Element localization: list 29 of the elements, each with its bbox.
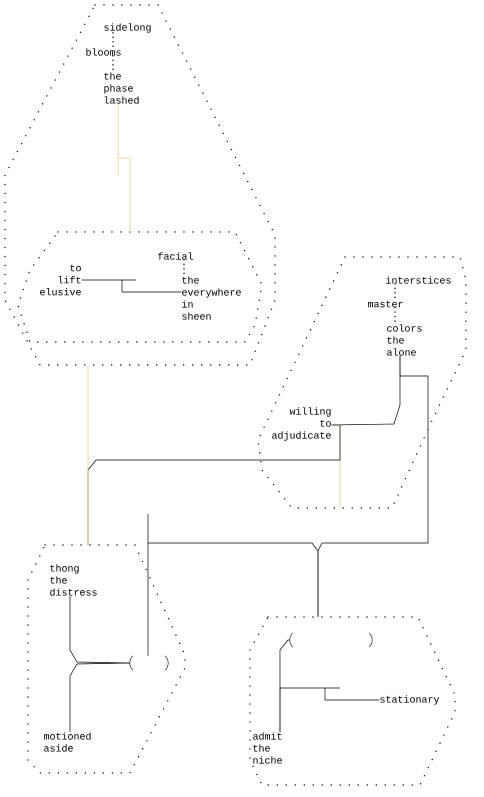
node-text: to lift elusive: [40, 264, 81, 296]
node-text: master: [368, 300, 403, 308]
dotted-connector: [183, 259, 185, 277]
connector: [148, 514, 318, 656]
node-text: admit the niche: [253, 732, 282, 764]
dotted-outline: [27, 544, 186, 774]
dotted-outline: [249, 616, 456, 786]
node-text: thong the distress: [50, 564, 97, 596]
dotted-outline: [17, 231, 263, 343]
connector: [280, 688, 380, 732]
node-text: facial: [158, 252, 193, 260]
node-text: the everywhere in sheen: [182, 276, 241, 320]
node-text: the phase lashed: [104, 72, 139, 104]
parenthesis-node: [130, 656, 168, 670]
dotted-outline: [257, 256, 467, 509]
node-text: interstices: [386, 276, 451, 284]
node-text: colors the alone: [387, 324, 422, 356]
parenthesis-node: [290, 632, 372, 648]
connector: [81, 280, 182, 292]
node-text: sidelong: [104, 23, 151, 33]
dotted-connector: [112, 55, 114, 73]
node-text: stationary: [380, 695, 440, 705]
connector: [70, 662, 130, 732]
dotted-outline: [4, 4, 276, 366]
node-text: blooms: [86, 48, 121, 56]
connector: [118, 104, 130, 232]
dotted-connector: [112, 32, 114, 49]
node-text: willing to adjudicate: [272, 407, 331, 441]
node-text: motioned aside: [44, 732, 91, 752]
